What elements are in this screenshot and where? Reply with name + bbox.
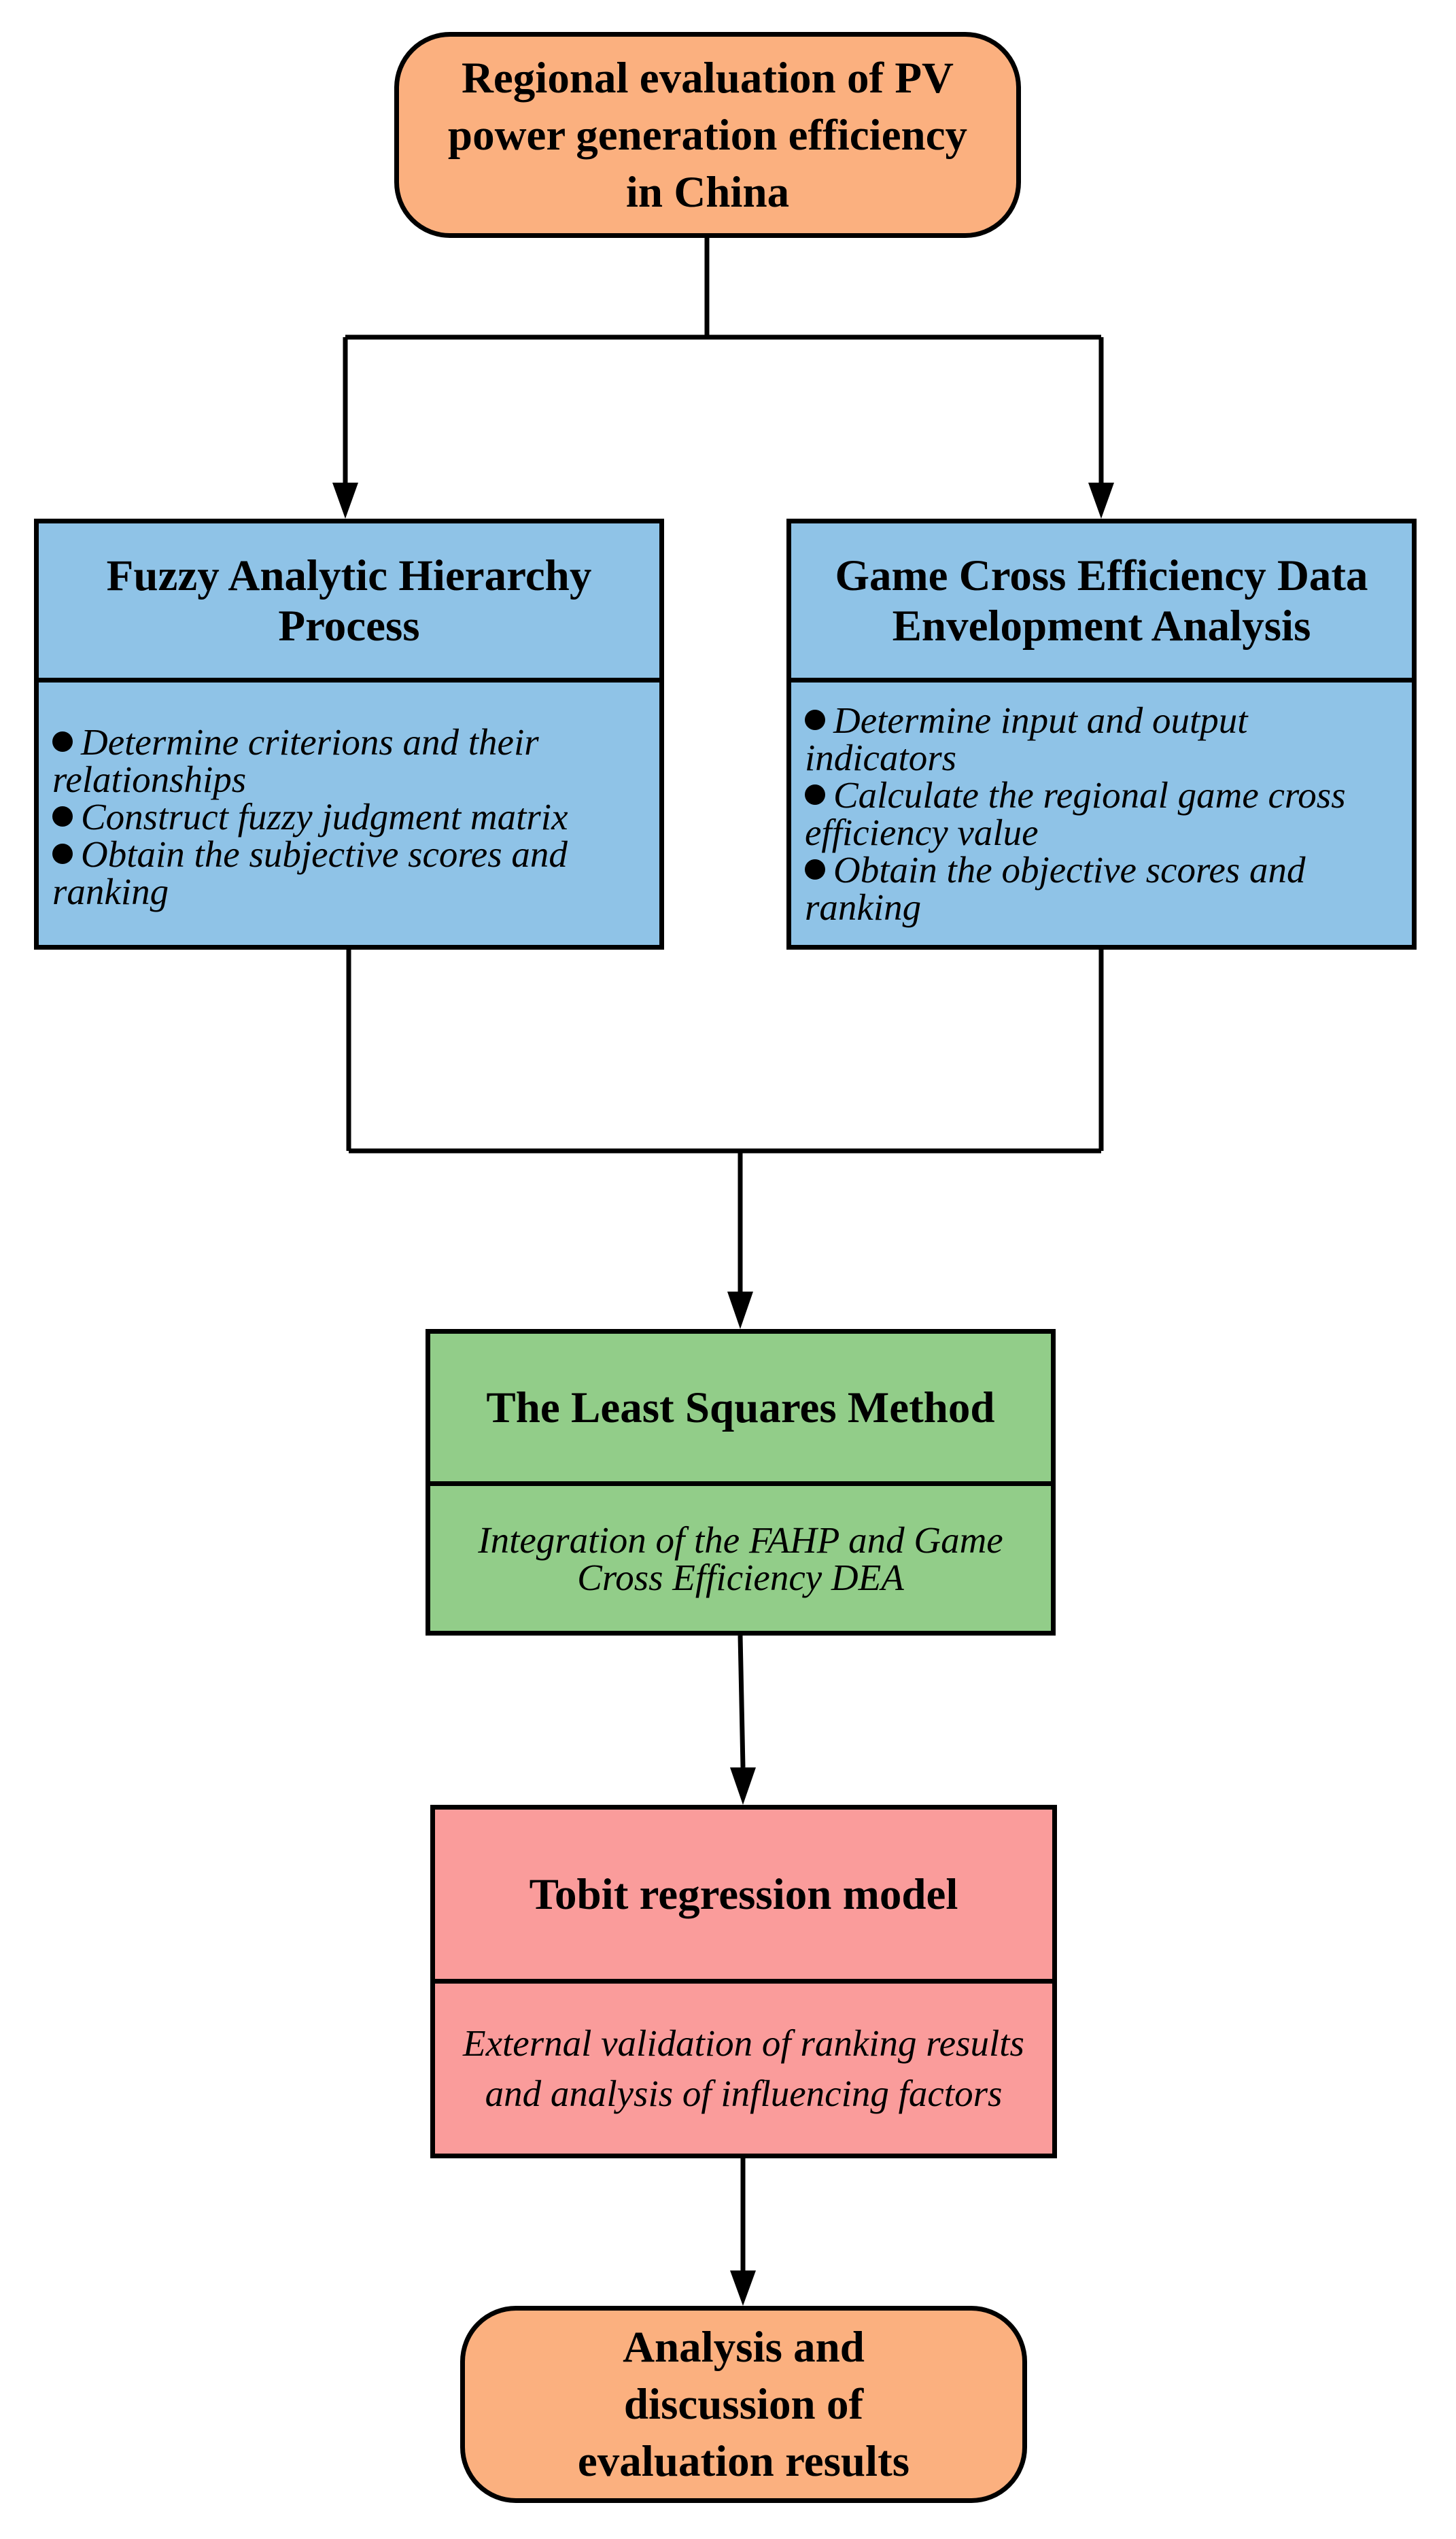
bullet-icon — [805, 710, 825, 730]
start-node-title: Regional evaluation of PV power generati… — [447, 53, 968, 217]
dea-title-cell: Game Cross Efficiency Data Envelopment A… — [791, 523, 1412, 683]
dea-title: Game Cross Efficiency Data Envelopment A… — [835, 551, 1368, 651]
bullet-icon — [805, 784, 825, 805]
dea-step-text: Calculate the regional game cross effici… — [805, 774, 1346, 853]
arrowhead-to-tobit — [730, 1767, 756, 1805]
dea-step-list: Determine input and output indicators Ca… — [791, 683, 1412, 926]
fahp-title: Fuzzy Analytic Hierarchy Process — [106, 551, 592, 651]
bullet-icon — [52, 844, 73, 864]
dea-step: Determine input and output indicators — [805, 702, 1402, 776]
lsm-box: The Least Squares Method Integration of … — [426, 1329, 1056, 1636]
lsm-description-cell: Integration of the FAHP and Game Cross E… — [430, 1486, 1051, 1631]
dea-box: Game Cross Efficiency Data Envelopment A… — [786, 519, 1417, 950]
fahp-step: Obtain the subjective scores and ranking — [52, 835, 650, 910]
fahp-step-list: Determine criterions and their relations… — [39, 683, 659, 910]
lsm-title: The Least Squares Method — [486, 1383, 995, 1432]
bullet-icon — [805, 859, 825, 880]
fahp-title-cell: Fuzzy Analytic Hierarchy Process — [39, 523, 659, 683]
fahp-step-text: Determine criterions and their relations… — [52, 721, 539, 800]
dea-step: Calculate the regional game cross effici… — [805, 776, 1402, 851]
dea-steps: Determine input and output indicators Ca… — [791, 683, 1412, 945]
tobit-title-cell: Tobit regression model — [435, 1810, 1052, 1984]
end-node: Analysis and discussion of evaluation re… — [460, 2306, 1027, 2503]
arrowhead-to-final — [730, 2270, 756, 2306]
fahp-step-text: Obtain the subjective scores and ranking — [52, 833, 568, 912]
fahp-step: Determine criterions and their relations… — [52, 723, 650, 798]
end-node-title: Analysis and discussion of evaluation re… — [577, 2323, 910, 2486]
fahp-box: Fuzzy Analytic Hierarchy Process Determi… — [34, 519, 664, 950]
dea-step-text: Obtain the objective scores and ranking — [805, 849, 1306, 928]
lsm-description: Integration of the FAHP and Game Cross E… — [478, 1519, 1003, 1598]
arrowhead-to-fahp — [332, 483, 358, 519]
connector-to-tobit — [738, 1635, 746, 1768]
dea-step-text: Determine input and output indicators — [805, 699, 1248, 778]
bullet-icon — [52, 731, 73, 752]
start-node: Regional evaluation of PV power generati… — [394, 32, 1021, 238]
lsm-title-cell: The Least Squares Method — [430, 1334, 1051, 1486]
fahp-steps: Determine criterions and their relations… — [39, 683, 659, 945]
arrowhead-to-lsm — [727, 1292, 753, 1329]
tobit-description: External validation of ranking results a… — [463, 2022, 1024, 2114]
bullet-icon — [52, 806, 73, 827]
fahp-step-text: Construct fuzzy judgment matrix — [81, 796, 568, 837]
tobit-description-cell: External validation of ranking results a… — [435, 1984, 1052, 2154]
arrowhead-to-dea — [1088, 483, 1114, 519]
tobit-title: Tobit regression model — [529, 1869, 958, 1919]
tobit-box: Tobit regression model External validati… — [430, 1805, 1057, 2158]
fahp-step: Construct fuzzy judgment matrix — [52, 798, 650, 835]
dea-step: Obtain the objective scores and ranking — [805, 851, 1402, 926]
